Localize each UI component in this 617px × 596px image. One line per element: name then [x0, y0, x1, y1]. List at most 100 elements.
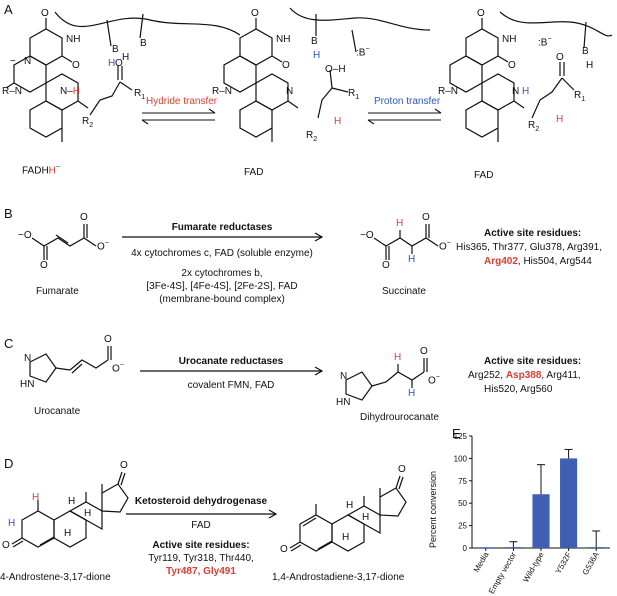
x-tick-label: G536A — [581, 550, 602, 577]
d-product: 1,4-Androstadiene-3,17-dione — [272, 572, 405, 583]
panel-b-letter: B — [4, 206, 13, 221]
x-tick-label: Empty vector — [487, 550, 518, 595]
d-sub-h1: H — [64, 528, 72, 539]
panel-a-letter: A — [4, 2, 13, 17]
a-r1-left: R1 — [134, 88, 146, 101]
b-suc-h-red: H — [396, 218, 404, 229]
a-h-mid: H — [313, 50, 321, 61]
a-r2-right: R2 — [528, 120, 540, 133]
b-suc-minus2: O− — [439, 240, 451, 253]
a-rn-mid: R–N — [212, 86, 233, 97]
x-tick-label: Media — [472, 550, 491, 574]
a-b-right: B — [582, 46, 589, 57]
b-enzyme: Fumarate reductases — [171, 222, 273, 233]
a-r2-mid: R2 — [306, 130, 318, 143]
c-res-line1: Arg252, Asp388, Arg411, — [468, 370, 581, 381]
a-hydride-label: Hydride transfer — [146, 96, 218, 107]
b-cond2-l1: 2x cytochromes b, — [181, 268, 263, 279]
a-nh-top-left: NH — [66, 34, 81, 45]
a-o-side-right: O — [508, 60, 516, 71]
d-prod-o-left: O — [280, 544, 288, 555]
c-res-line2: His520, Arg560 — [484, 384, 553, 395]
b-substrate: Fumarate — [36, 286, 79, 297]
a-o-left: O — [115, 58, 123, 69]
a-o-top-right: O — [477, 8, 485, 19]
b-res-line1: His365, Thr377, Glu378, Arg391, — [456, 242, 603, 253]
c-cond1: covalent FMN, FAD — [187, 380, 275, 391]
c-uro-o: O — [104, 334, 112, 345]
d-substrate: 4-Androstene-3,17-dione — [0, 572, 111, 583]
d-enzyme: Ketosteroid dehydrogenase — [134, 496, 268, 507]
a-o-side-mid: O — [282, 60, 290, 71]
d-sub-o-top: O — [120, 460, 128, 471]
x-tick-label: Wild-type — [521, 550, 546, 584]
a-nh-right: NH — [502, 34, 517, 45]
panel-d-letter: D — [4, 456, 14, 471]
d-res-line2: Tyr487, Gly491 — [166, 566, 236, 577]
b-product: Succinate — [382, 286, 426, 297]
y-tick-label: 25 — [458, 522, 467, 531]
a-rn-left: R–N — [2, 86, 23, 97]
a-nh-mid: NH — [276, 34, 291, 45]
a-nh-left: N–H — [60, 86, 81, 97]
a-h-right: H — [586, 60, 594, 71]
a-oh-mid: O–H — [325, 64, 346, 75]
c-dhu-h-blue: H — [408, 388, 416, 399]
c-uro-n: N — [24, 353, 32, 364]
b-suc-h-blue: H — [408, 254, 416, 265]
a-b-mid: B — [311, 36, 318, 47]
c-active-title: Active site residues: — [484, 356, 582, 367]
a-left-label: FADHH− — [22, 164, 60, 177]
bar — [560, 458, 578, 548]
c-enzyme: Urocanate reductases — [178, 356, 284, 367]
bar — [504, 547, 522, 548]
a-bminus-right: :B− — [538, 36, 552, 49]
c-dhu-ominus: O− — [428, 374, 440, 387]
a-r1-right: R1 — [574, 90, 586, 103]
c-substrate: Urocanate — [34, 406, 81, 417]
d-sub-h3: H — [68, 496, 76, 507]
y-tick-label: 100 — [454, 454, 468, 463]
a-n-left: N — [24, 56, 32, 67]
b-fum-o2: O — [80, 212, 88, 223]
a-h-red-mid: H — [334, 116, 342, 127]
b-fum-minus1: −O — [18, 230, 32, 241]
y-tick-label: 125 — [454, 432, 468, 441]
a-r2-left: R2 — [82, 116, 94, 129]
d-active-title: Active site residues: — [152, 540, 250, 551]
a-n-mid: N — [286, 86, 294, 97]
b-suc-o1: O — [382, 260, 390, 271]
d-res-red2: Gly491 — [203, 566, 236, 577]
d-prod-h1: H — [342, 532, 350, 543]
a-h-left: H — [108, 58, 116, 69]
panel-c-letter: C — [4, 336, 14, 351]
a-r1-mid: R1 — [348, 88, 360, 101]
a-o-top-left: O — [41, 8, 49, 19]
y-tick-label: 0 — [463, 544, 468, 553]
a-bminus-mid: :B− — [356, 46, 370, 59]
a-mid-label: FAD — [244, 167, 264, 178]
d-sub-h-blue: H — [8, 518, 16, 529]
b-suc-o2: O — [422, 212, 430, 223]
d-sub-h2: H — [84, 508, 92, 519]
d-prod-h2: H — [362, 512, 370, 523]
b-fum-o1: O — [40, 260, 48, 271]
b-fum-minus2: O− — [97, 240, 109, 253]
d-cond1: FAD — [191, 520, 211, 531]
c-product: Dihydrourocanate — [360, 412, 439, 423]
c-dhu-n: N — [340, 371, 348, 382]
b-res-red: Arg402 — [484, 256, 518, 267]
a-h-left2: H — [122, 52, 130, 63]
x-tick-label: Y532F — [554, 550, 574, 575]
c-uro-hn: HN — [20, 379, 35, 390]
d-res-line1: Tyr119, Tyr318, Thr440, — [148, 553, 254, 564]
a-proton-label: Proton transfer — [374, 96, 441, 107]
a-o-top-mid: O — [251, 8, 259, 19]
b-cond2-l3: (membrane-bound complex) — [159, 294, 285, 305]
d-prod-o-top: O — [398, 464, 406, 475]
d-sub-h-red: H — [32, 492, 40, 503]
